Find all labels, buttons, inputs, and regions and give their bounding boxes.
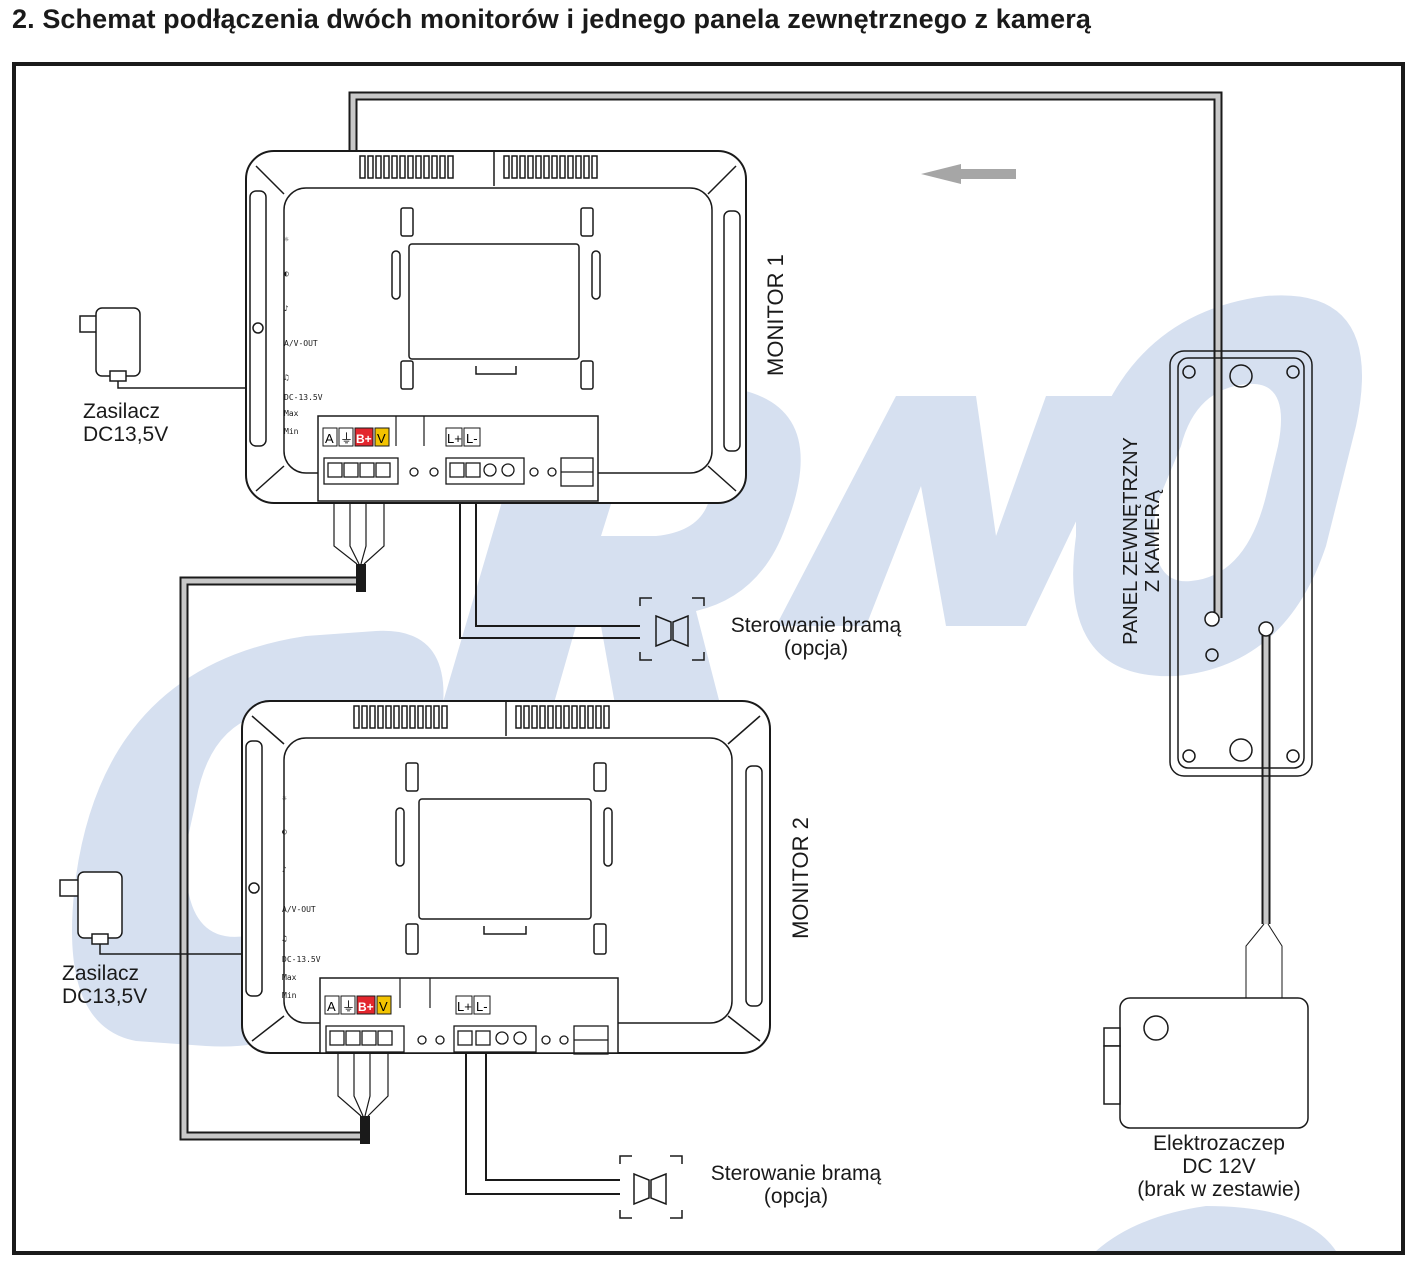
watermark-fragment xyxy=(1096,1206,1336,1251)
terminal-v-label: V xyxy=(377,431,386,446)
psu1-wire xyxy=(117,381,248,389)
screw-icon xyxy=(252,322,264,334)
volume-icon: ♪ xyxy=(282,865,287,874)
monitor-1-label: MONITOR 1 xyxy=(763,254,788,376)
psu-1-label: Zasilacz DC13,5V xyxy=(83,400,168,446)
monitor-2-label: MONITOR 2 xyxy=(788,817,813,939)
color-icon: ◐ xyxy=(284,269,289,278)
brightness-icon: ☼ xyxy=(284,235,289,244)
min-label: Min xyxy=(284,427,299,436)
gate-wires-2 xyxy=(465,1051,620,1195)
terminal-ground-label: ⏚ xyxy=(342,999,355,1014)
terminal-a-label: A xyxy=(327,999,336,1014)
tone-icon: ♫ xyxy=(282,934,287,943)
diagram-frame: ☼ ◐ ♪ A/V-OUT ♫ DC-13.5V Max Min A ⏚ B+ … xyxy=(12,62,1405,1255)
gate-2-label-line2: (opcja) xyxy=(763,1185,829,1208)
psu-2-icon xyxy=(59,871,123,945)
volume-icon: ♪ xyxy=(284,304,289,313)
brightness-icon: ☼ xyxy=(282,794,287,803)
gate-wires-1 xyxy=(459,491,640,639)
cable-sleeve xyxy=(360,1116,370,1144)
max-label: Max xyxy=(284,409,299,418)
panel-label: PANEL ZEWNĘTRZNY Z KAMERĄ xyxy=(1120,421,1168,661)
lock-label-line2: DC 12V xyxy=(1182,1155,1256,1178)
psu-2-label: Zasilacz DC13,5V xyxy=(62,962,147,1008)
lock-label-line1: Elektrozaczep xyxy=(1153,1132,1285,1155)
gate-icon-2 xyxy=(619,1155,683,1219)
terminal-v-label: V xyxy=(379,999,388,1014)
page-title: 2. Schemat podłączenia dwóch monitorów i… xyxy=(12,4,1091,34)
dc-label: DC-13.5V xyxy=(282,955,321,964)
direction-arrow xyxy=(921,164,1016,184)
speaker-minus-label: L- xyxy=(476,999,488,1014)
electric-lock-icon xyxy=(1103,997,1309,1129)
terminal-b-label: B+ xyxy=(358,1000,374,1014)
av-out-label: A/V-OUT xyxy=(282,905,316,914)
monitor-2-terminal-block xyxy=(319,977,619,1054)
gate-icon-1 xyxy=(639,597,705,661)
lock-label: Elektrozaczep DC 12V (brak w zestawie) xyxy=(1114,1132,1324,1201)
psu-2-label-line2: DC13,5V xyxy=(62,985,148,1008)
speaker-plus-label: L+ xyxy=(457,999,472,1014)
av-out-label: A/V-OUT xyxy=(284,339,318,348)
gate-2-label: Sterowanie bramą (opcja) xyxy=(696,1162,896,1208)
monitor-1-connectors xyxy=(323,457,594,487)
speaker-plus-label: L+ xyxy=(447,431,462,446)
lock-label-line3: (brak w zestawie) xyxy=(1137,1178,1301,1201)
lock-wires xyxy=(1245,923,1283,998)
gate-1-label-line1: Sterowanie bramą xyxy=(730,614,902,637)
gate-1-label: Sterowanie bramą (opcja) xyxy=(716,614,916,660)
outdoor-panel xyxy=(1169,350,1313,777)
min-label: Min xyxy=(282,991,297,1000)
monitor-2-connectors xyxy=(325,1025,609,1055)
speaker-minus-label: L- xyxy=(466,431,478,446)
terminal-b-label: B+ xyxy=(356,432,372,446)
color-icon: ◐ xyxy=(282,827,287,836)
panel-label-line1: PANEL ZEWNĘTRZNY xyxy=(1120,437,1142,645)
screw-icon xyxy=(248,882,260,894)
gate-1-label-line2: (opcja) xyxy=(783,637,849,660)
wiring-diagram: ☼ ◐ ♪ A/V-OUT ♫ DC-13.5V Max Min A ⏚ B+ … xyxy=(59,91,1362,1251)
psu2-wire xyxy=(99,941,244,955)
gate-2-label-line1: Sterowanie bramą xyxy=(710,1162,882,1185)
monitor-2: ☼ ◐ ♪ A/V-OUT ♫ DC-13.5V Max Min A ⏚ B+ … xyxy=(241,700,771,1055)
psu-2-label-line1: Zasilacz xyxy=(62,962,140,985)
watermark-letter-n xyxy=(776,396,1136,626)
terminal-ground-label: ⏚ xyxy=(340,431,353,446)
panel-label-line2: Z KAMERĄ xyxy=(1142,489,1164,593)
fanout-wires-m1-bottom xyxy=(333,491,385,565)
psu-1-icon xyxy=(79,307,141,382)
terminal-a-label: A xyxy=(325,431,334,446)
watermark-letter-o2 xyxy=(1073,295,1362,677)
monitor-1: ☼ ◐ ♪ A/V-OUT ♫ DC-13.5V Max Min A ⏚ B+ … xyxy=(245,150,747,504)
psu-1-label-line1: Zasilacz xyxy=(83,400,161,423)
psu-1-label-line2: DC13,5V xyxy=(83,423,169,446)
max-label: Max xyxy=(282,973,297,982)
tone-icon: ♫ xyxy=(284,373,289,382)
dc-label: DC-13.5V xyxy=(284,393,323,402)
cable-sleeve xyxy=(356,564,366,592)
fanout-wires-m2-bottom xyxy=(337,1051,389,1117)
